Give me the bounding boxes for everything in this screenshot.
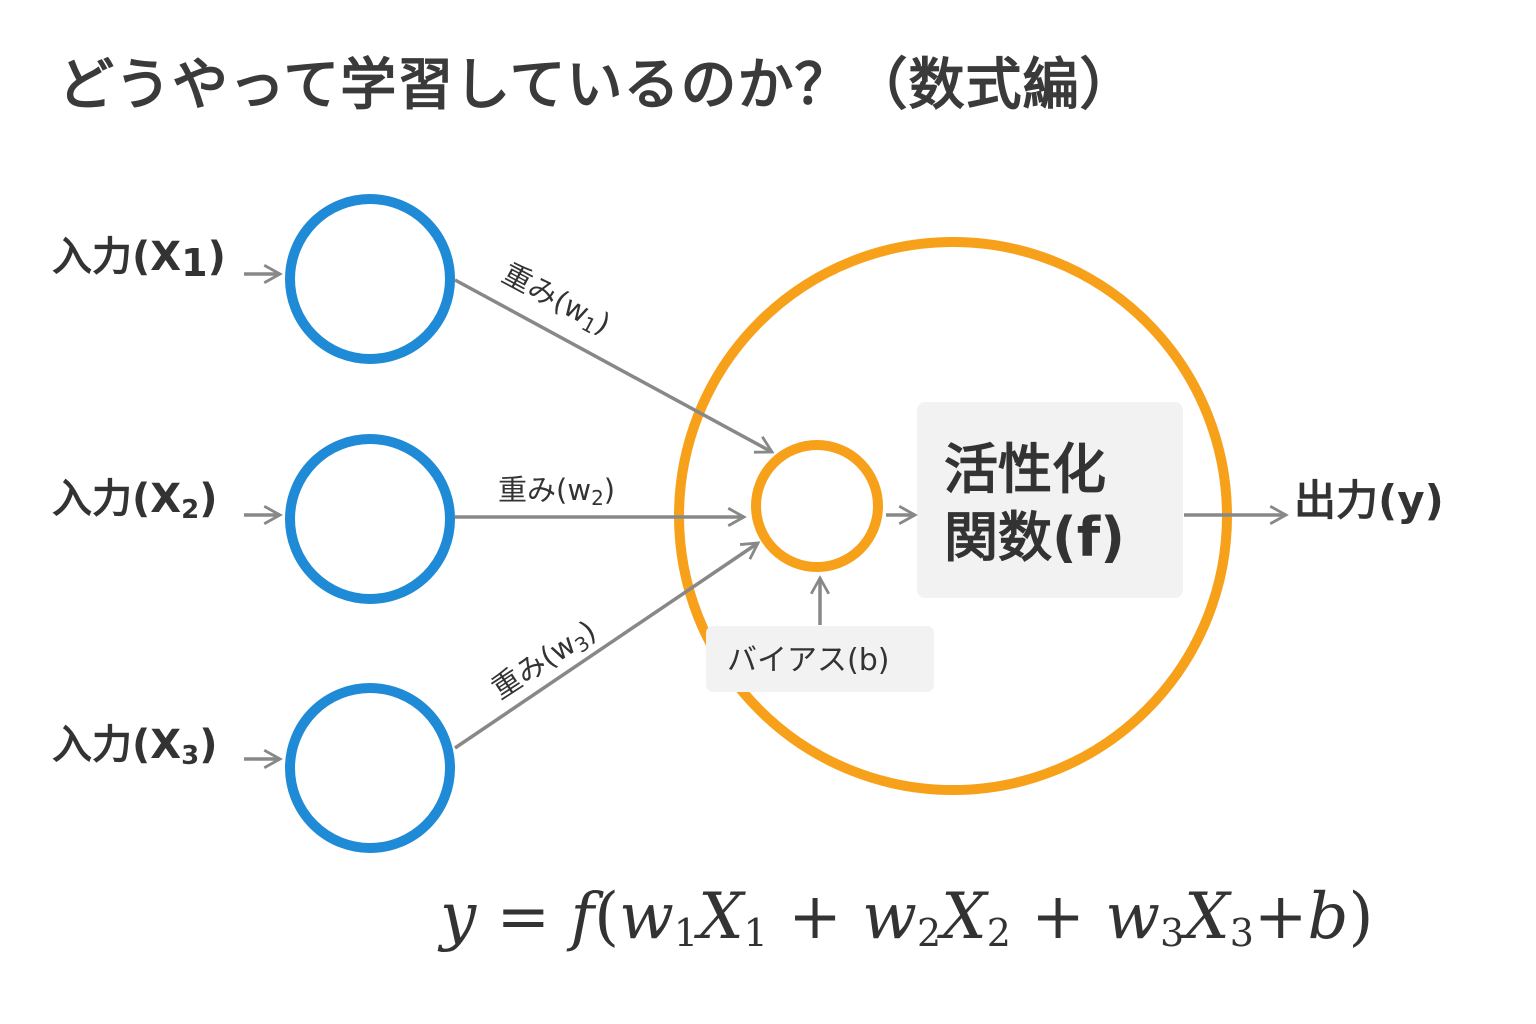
input-node-2 [285,434,455,604]
weight-label-2: 重み(w2) [498,473,615,510]
input-label-3: 入力(X3) [52,722,218,771]
page-title: どうやって学習しているのか？（数式編） [58,53,1137,118]
input-node-3 [285,683,455,853]
activation-label-line1: 活性化 [944,438,1106,501]
input-label-1: 入力(X1) [52,234,226,285]
weight-label-1: 重み(w1) [495,256,616,344]
input-label-2: 入力(X2) [52,476,218,525]
activation-box [917,402,1183,598]
output-label: 出力(y) [1294,476,1444,525]
activation-label-line2: 関数(f) [944,506,1125,569]
weight-edge-1 [454,278,775,454]
bias-label: バイアス(b) [727,643,889,678]
sum-node [751,440,883,572]
input-node-1 [285,194,455,364]
weight-edge-3 [454,541,761,750]
bias-box [706,626,934,692]
formula: y = f(w1X1 + w2X2 + w3X3+b) [437,880,1373,962]
